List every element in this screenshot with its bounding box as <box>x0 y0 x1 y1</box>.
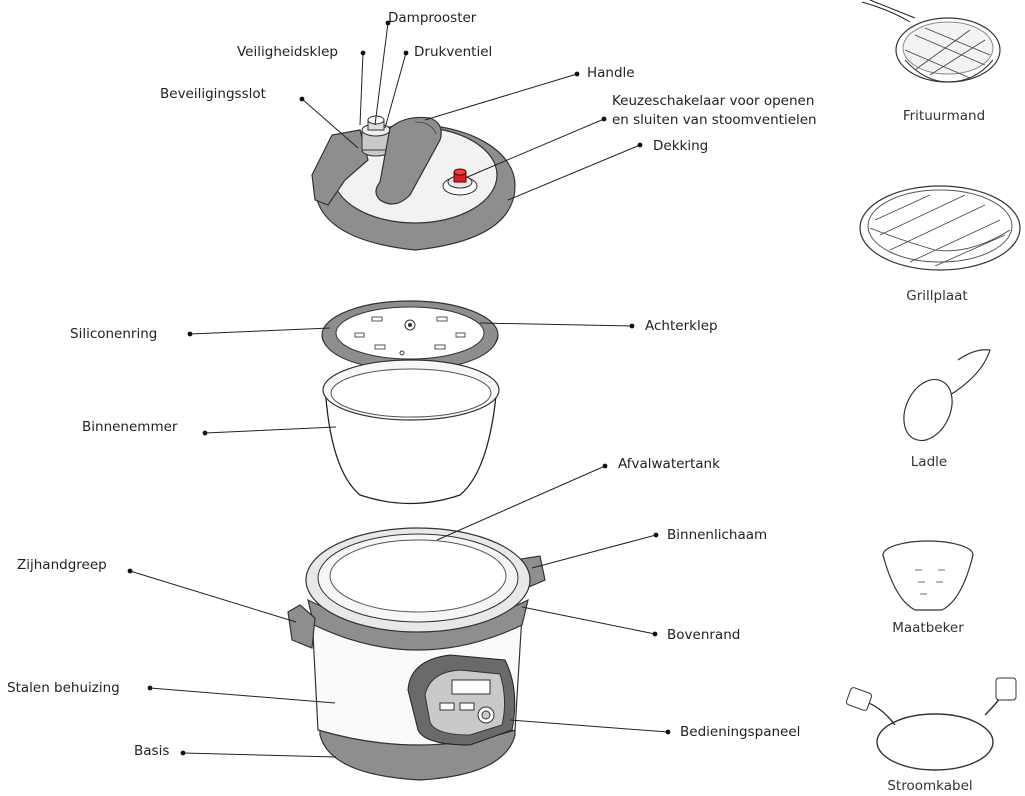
label-handle: Handle <box>587 65 635 81</box>
label-binnenlichaam: Binnenlichaam <box>667 527 767 543</box>
accessory-captions: Frituurmand Grillplaat Ladle Maatbeker S… <box>887 108 985 794</box>
label-veiligheidsklep: Veiligheidsklep <box>237 44 338 60</box>
caption-maatbeker: Maatbeker <box>892 620 964 636</box>
grill-plate-icon <box>859 185 1021 271</box>
label-dekking: Dekking <box>653 138 708 154</box>
caption-frituurmand: Frituurmand <box>903 108 985 124</box>
callout-labels: Damprooster Veiligheidsklep Drukventiel … <box>7 10 817 759</box>
label-achterklep: Achterklep <box>645 318 718 334</box>
caption-stroomkabel: Stroomkabel <box>887 778 972 794</box>
cooker-body-illustration <box>287 527 546 781</box>
inner-pot-illustration <box>322 359 500 505</box>
caption-grillplaat: Grillplaat <box>906 288 967 304</box>
label-bedieningspaneel: Bedieningspaneel <box>680 724 800 740</box>
label-keuzeschakelaar-line2: en sluiten van stoomventielen <box>612 112 817 128</box>
measuring-cup-icon <box>882 540 974 611</box>
label-drukventiel: Drukventiel <box>414 44 492 60</box>
label-bovenrand: Bovenrand <box>667 627 740 643</box>
label-damprooster: Damprooster <box>388 10 477 26</box>
label-basis: Basis <box>134 743 169 759</box>
label-stalen-behuizing: Stalen behuizing <box>7 680 120 696</box>
label-binnenemmer: Binnenemmer <box>82 419 178 435</box>
power-cable-icon <box>845 677 1017 771</box>
caption-ladle: Ladle <box>911 454 947 470</box>
label-afvalwatertank: Afvalwatertank <box>618 456 720 472</box>
sealing-ring-illustration <box>321 300 499 373</box>
lid-illustration <box>311 115 516 251</box>
frying-basket-icon <box>861 0 1001 83</box>
label-keuzeschakelaar-line1: Keuzeschakelaar voor openen <box>612 93 814 109</box>
ladle-icon <box>903 349 991 442</box>
label-beveiligingsslot: Beveiligingsslot <box>160 86 266 102</box>
label-siliconenring: Siliconenring <box>70 326 157 342</box>
label-zijhandgreep: Zijhandgreep <box>17 557 107 573</box>
leader-lines <box>127 20 671 758</box>
